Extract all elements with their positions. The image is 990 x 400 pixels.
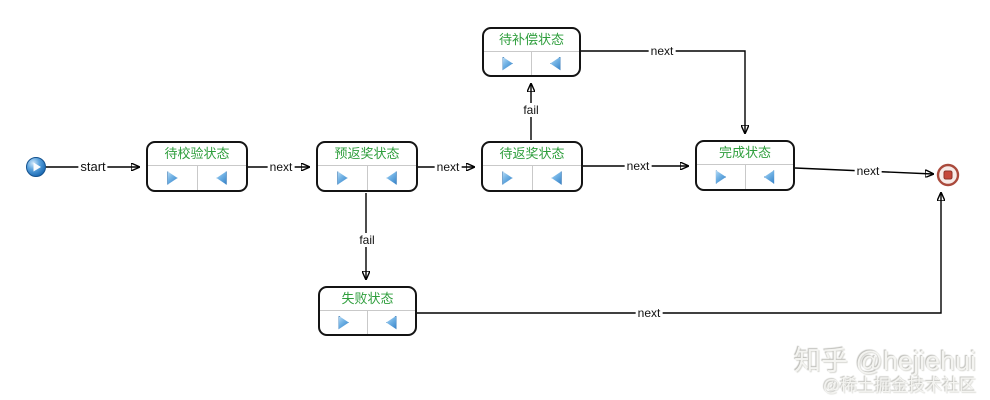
entry-action-cell[interactable]: [484, 52, 532, 75]
entry-action-cell[interactable]: [697, 165, 746, 189]
edge-label-next-2: next: [434, 160, 462, 174]
state-title: 预返奖状态: [318, 143, 416, 166]
entry-action-cell[interactable]: [483, 166, 533, 190]
play-left-icon: [550, 56, 561, 71]
end-node[interactable]: [936, 163, 960, 192]
edge-label-next-6: next: [635, 306, 663, 320]
play-right-icon: [502, 56, 513, 71]
state-pending-award[interactable]: 待返奖状态: [481, 141, 583, 192]
state-title: 待返奖状态: [483, 143, 581, 166]
entry-action-cell[interactable]: [148, 166, 198, 190]
state-failed[interactable]: 失败状态: [318, 286, 417, 336]
exit-action-cell[interactable]: [368, 166, 417, 190]
watermark: 知乎 @hejiehui @稀土掘金技术社区: [794, 346, 976, 395]
entry-action-cell[interactable]: [318, 166, 368, 190]
state-title: 待校验状态: [148, 143, 246, 166]
edge-pending-compensate-to-complete: [581, 50, 745, 133]
edge-label-next-1: next: [267, 160, 295, 174]
state-title: 失败状态: [320, 288, 415, 311]
play-right-icon: [167, 171, 178, 185]
play-left-icon: [763, 170, 775, 184]
watermark-line2: @稀土掘金技术社区: [822, 376, 976, 395]
state-pending-verify[interactable]: 待校验状态: [146, 141, 248, 192]
play-left-icon: [386, 171, 397, 185]
start-icon: [26, 157, 46, 177]
edge-label-fail-2: fail: [357, 233, 377, 247]
exit-action-cell[interactable]: [368, 311, 415, 334]
edge-label-next-5: next: [854, 164, 882, 178]
exit-action-cell[interactable]: [533, 166, 582, 190]
exit-action-cell[interactable]: [746, 165, 794, 189]
play-right-icon: [338, 315, 349, 330]
play-left-icon: [216, 171, 227, 185]
state-title: 待补偿状态: [484, 29, 579, 52]
edge-label-start: start: [78, 159, 108, 174]
play-right-icon: [715, 170, 727, 184]
state-pending-compensate[interactable]: 待补偿状态: [482, 27, 581, 77]
edge-label-next-3: next: [624, 159, 652, 173]
state-pre-award[interactable]: 预返奖状态: [316, 141, 418, 192]
watermark-line1: 知乎 @hejiehui: [794, 346, 976, 376]
state-title: 完成状态: [697, 142, 793, 165]
entry-action-cell[interactable]: [320, 311, 368, 334]
edge-failed-to-end: [417, 193, 941, 314]
play-left-icon: [551, 171, 562, 185]
play-right-icon: [337, 171, 348, 185]
edge-label-next-4: next: [648, 44, 676, 58]
start-node[interactable]: [25, 156, 47, 183]
stop-icon: [936, 163, 960, 187]
play-left-icon: [386, 315, 397, 330]
play-right-icon: [502, 171, 513, 185]
exit-action-cell[interactable]: [532, 52, 579, 75]
state-complete[interactable]: 完成状态: [695, 140, 795, 191]
edge-label-fail-1: fail: [521, 103, 541, 117]
exit-action-cell[interactable]: [198, 166, 247, 190]
